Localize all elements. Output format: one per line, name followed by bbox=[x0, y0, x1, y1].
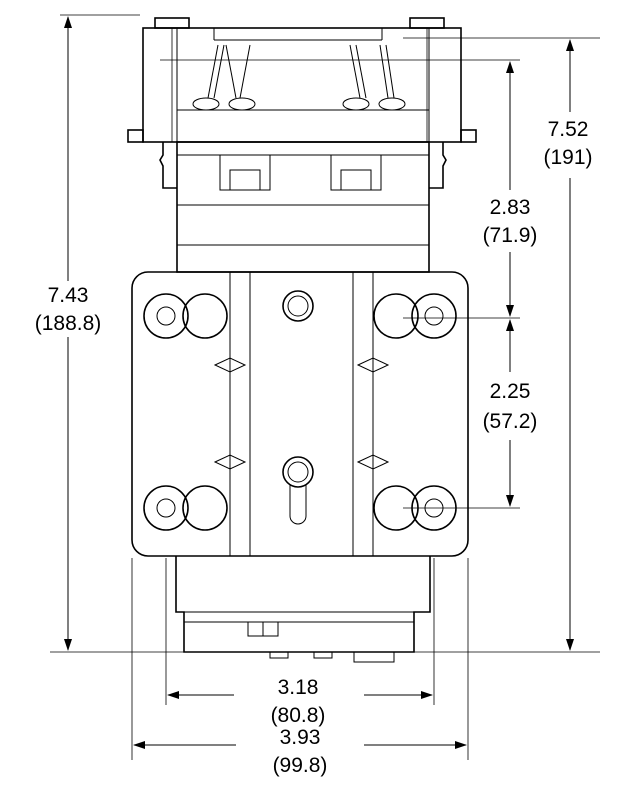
terminal-left bbox=[154, 17, 190, 29]
side-tab-left bbox=[127, 129, 144, 143]
dim-total-height-mm: (191) bbox=[543, 146, 592, 169]
component bbox=[127, 17, 477, 663]
dim-hole-spacing-inch: 2.25 bbox=[490, 380, 531, 403]
upper-housing bbox=[142, 27, 462, 143]
dim-hole-spacing-mm: (57.2) bbox=[483, 410, 538, 433]
center-hole-upper bbox=[282, 290, 314, 322]
mounting-plate bbox=[131, 271, 469, 557]
middle-section bbox=[176, 141, 430, 273]
center-keyhole bbox=[282, 456, 314, 525]
mounting-hole-top-right bbox=[373, 293, 457, 339]
dimension-lines bbox=[50, 14, 600, 760]
dim-total-height-inch: 7.52 bbox=[548, 118, 589, 141]
dim-top-to-hole-mm: (71.9) bbox=[483, 224, 538, 247]
terminal-right bbox=[409, 17, 445, 29]
dim-plate-width-inch: 3.93 bbox=[280, 726, 321, 749]
dimension-labels: 7.43 (188.8) 7.52 (191) 2.83 (71.9) 2.25… bbox=[35, 118, 593, 777]
mounting-hole-top-left bbox=[143, 293, 228, 339]
dim-overall-height-mm: (188.8) bbox=[35, 312, 102, 335]
dim-base-width-mm: (80.8) bbox=[271, 704, 326, 727]
mounting-hole-bottom-left bbox=[143, 485, 228, 531]
dim-top-to-hole-inch: 2.83 bbox=[490, 196, 531, 219]
dim-plate-width-mm: (99.8) bbox=[273, 754, 328, 777]
dim-base-width-inch: 3.18 bbox=[278, 676, 319, 699]
base bbox=[175, 556, 431, 653]
dim-overall-height-inch: 7.43 bbox=[48, 284, 89, 307]
side-tab-right bbox=[460, 129, 477, 143]
